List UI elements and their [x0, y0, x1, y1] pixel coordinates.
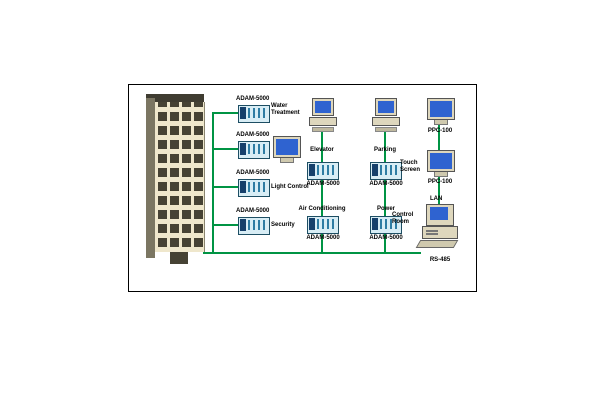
adam-title: ADAM-5000: [369, 181, 403, 187]
building-illustration: [146, 94, 205, 264]
pc-base: [309, 117, 337, 126]
building-window-grid: [155, 102, 205, 252]
stub-monitor-node: [213, 148, 238, 150]
device-label-ppc100-touch: PPC-100: [427, 179, 453, 185]
monitor-screen: [276, 139, 298, 155]
adam-power-module: [309, 164, 315, 176]
zone-label-parking: Parking: [373, 147, 396, 153]
zone-label-power: Power: [376, 206, 395, 212]
building-side-face: [146, 98, 155, 258]
stub-security: [213, 224, 238, 226]
monitor-stand: [434, 120, 448, 125]
local-monitor: [272, 136, 302, 163]
adam-5000-power: [370, 216, 402, 234]
lan-label: LAN: [430, 196, 443, 202]
monitor-frame: [375, 98, 397, 116]
parking-branch-line: [384, 130, 386, 254]
touch-screen-monitor: [426, 150, 456, 177]
adam-io-slots: [380, 219, 399, 229]
adam-title: ADAM-5000: [236, 96, 270, 102]
adam-io-slots: [248, 108, 267, 118]
adam-title: ADAM-5000: [236, 170, 270, 176]
adam-title: ADAM-5000: [369, 235, 403, 241]
adam-io-slots: [380, 165, 399, 175]
monitor-screen: [315, 101, 331, 113]
adam-5000-elevator: [307, 162, 339, 180]
monitor-screen: [430, 153, 452, 169]
zone-label-control-room: Control Room: [392, 212, 414, 226]
adam-power-module: [240, 143, 246, 155]
building-entrance: [170, 252, 188, 264]
zone-label-light-control: Light Control: [271, 184, 309, 190]
control-room-pc: [414, 204, 464, 254]
parking-pc: [371, 98, 401, 132]
adam-title: ADAM-5000: [236, 208, 270, 214]
zone-label-air-conditioning: Air Conditioning: [298, 206, 346, 212]
monitor-frame: [427, 98, 455, 120]
pc-keyboard: [415, 240, 459, 248]
pc-keyboard: [312, 127, 334, 132]
pc-drive-slots: [426, 230, 438, 232]
adam-io-slots: [248, 144, 267, 154]
monitor-frame: [273, 136, 301, 158]
adam-power-module: [240, 219, 246, 231]
monitor-screen: [430, 207, 448, 220]
pc-keyboard: [375, 127, 397, 132]
adam-io-slots: [317, 219, 336, 229]
adam-power-module: [240, 107, 246, 119]
adam-5000-parking: [370, 162, 402, 180]
monitor-screen: [378, 101, 394, 113]
elevator-branch-line: [321, 130, 323, 254]
adam-power-module: [309, 218, 315, 230]
monitor-stand: [434, 172, 448, 177]
stub-water-treatment: [213, 112, 238, 114]
adam-title: ADAM-5000: [306, 181, 340, 187]
device-label-touch-screen: Touch Screen: [400, 160, 421, 174]
device-label-ppc100-top: PPC-100: [427, 128, 453, 134]
network-trunk-line: [212, 112, 214, 254]
adam-power-module: [240, 181, 246, 193]
adam-power-module: [372, 218, 378, 230]
pc-tower: [422, 226, 458, 239]
adam-5000-monitor-node: [238, 141, 270, 159]
building-roof: [146, 94, 204, 102]
adam-title: ADAM-5000: [236, 132, 270, 138]
monitor-frame: [427, 150, 455, 172]
adam-io-slots: [248, 220, 267, 230]
zone-label-water-treatment: Water Treatment: [271, 103, 300, 117]
ppc-100-monitor: [426, 98, 456, 125]
monitor-screen: [430, 101, 452, 117]
adam-5000-light-control: [238, 179, 270, 197]
adam-title: ADAM-5000: [306, 235, 340, 241]
zone-label-elevator: Elevator: [310, 147, 334, 153]
elevator-pc: [308, 98, 338, 132]
zone-label-security: Security: [271, 222, 295, 228]
adam-power-module: [372, 164, 378, 176]
monitor-frame: [426, 204, 454, 226]
adam-5000-water-treatment: [238, 105, 270, 123]
adam-5000-air-conditioning: [307, 216, 339, 234]
adam-5000-security: [238, 217, 270, 235]
adam-io-slots: [248, 182, 267, 192]
stub-light-control: [213, 186, 238, 188]
monitor-frame: [312, 98, 334, 116]
rs485-label: RS-485: [429, 257, 451, 263]
adam-io-slots: [317, 165, 336, 175]
monitor-stand: [280, 158, 294, 163]
rs485-bus-line: [203, 252, 421, 254]
pc-base: [372, 117, 400, 126]
